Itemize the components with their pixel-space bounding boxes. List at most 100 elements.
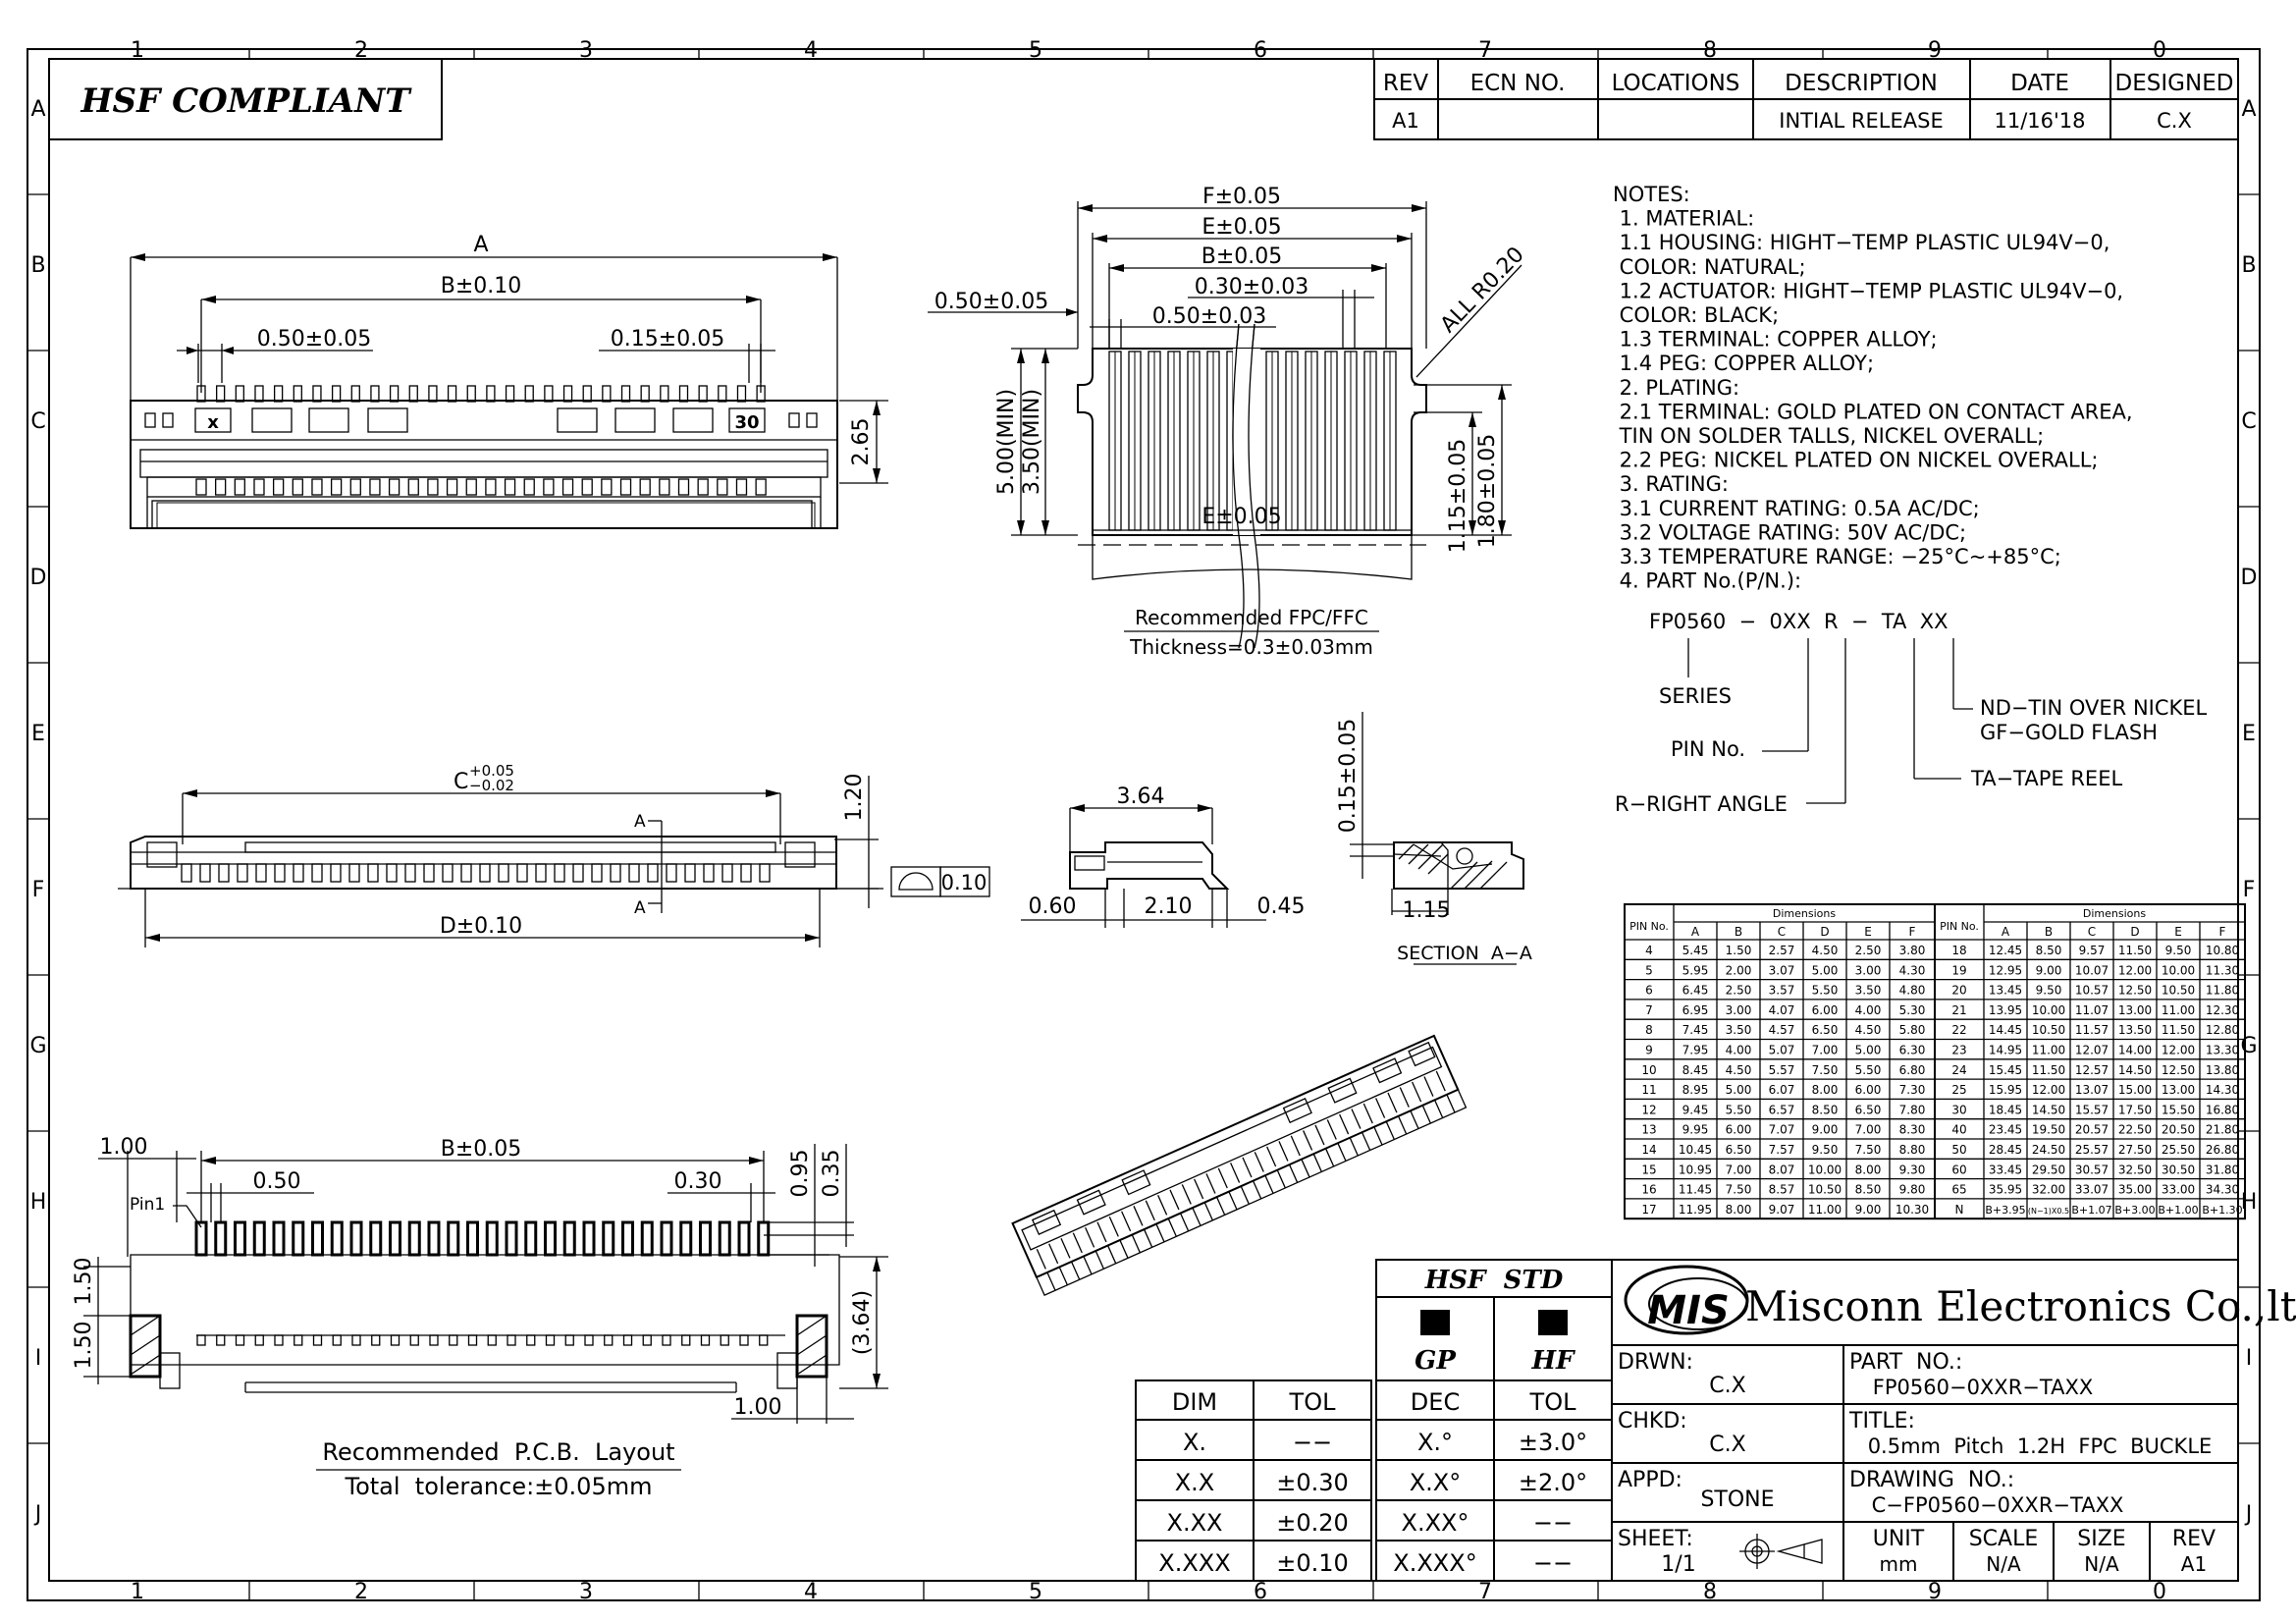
- hsf-std-table: HSF STD GP HF DEC TOL X.°±3.0°X.X°±2.0°X…: [1375, 1259, 1613, 1582]
- dim-table-cell: 3.00: [1855, 963, 1882, 977]
- note-line: TIN ON SOLDER TALLS, NICKEL OVERALL;: [1613, 424, 2044, 448]
- dim-table-cell: 4: [1645, 944, 1653, 957]
- sheet-value: 1/1: [1661, 1552, 1695, 1577]
- dim-table-cell: 35.95: [1989, 1183, 2022, 1197]
- dim-table-cell: 12.00: [2162, 1044, 2195, 1057]
- tol-dim-cell: X.X: [1175, 1469, 1215, 1496]
- dim-table-cell: 10: [1641, 1063, 1656, 1077]
- dim-table-cell: 4.30: [1899, 963, 1926, 977]
- pcb-150a-label: 1.50: [72, 1258, 96, 1306]
- dim-table-cell: 8.00: [1812, 1083, 1839, 1097]
- rev-header-rev: REV: [1383, 71, 1429, 96]
- dim-table-cell: 15.57: [2075, 1103, 2109, 1116]
- dim-table-cell: 8.57: [1769, 1183, 1795, 1197]
- dim-table-cell: 24: [1951, 1063, 1966, 1077]
- pcb-100b-label: 1.00: [734, 1395, 782, 1420]
- side-h120-label: 1.20: [842, 774, 867, 822]
- hsf-dec-cell: X.XXX°: [1393, 1549, 1476, 1577]
- dim-table-cell: 14.95: [1989, 1044, 2022, 1057]
- zone-col-bottom-8: 8: [1703, 1580, 1717, 1604]
- side-c-minus: −0.02: [469, 777, 514, 794]
- dim-table-cell: 29.50: [2032, 1163, 2065, 1176]
- dim-table-cell: 11.50: [2162, 1023, 2195, 1037]
- dim-table-cell: 10.30: [1896, 1203, 1929, 1217]
- zone-col-top-7: 7: [1478, 38, 1492, 63]
- zone-row-left-A: A: [30, 97, 45, 122]
- fpc-050b-label: 0.50±0.05: [934, 290, 1048, 314]
- dim-table-cell: 11.07: [2075, 1003, 2109, 1017]
- hsf-dec-cell: X.X°: [1410, 1469, 1462, 1496]
- hsf-dec-cell: X.XX°: [1402, 1509, 1469, 1537]
- pcb-364-label: (3.64): [850, 1290, 875, 1355]
- dim-table-cell: 32.00: [2032, 1183, 2065, 1197]
- zone-row-right-G: G: [2240, 1034, 2257, 1058]
- dim-table-cell: 11.45: [1679, 1183, 1712, 1197]
- rev-row-description: INTIAL RELEASE: [1779, 109, 1943, 133]
- dim-table-cell: 23: [1951, 1044, 1966, 1057]
- fpc-030-label: 0.30±0.03: [1195, 275, 1308, 299]
- dim-table-cell: 3.50: [1855, 984, 1882, 998]
- hsf-std-rows: X.°±3.0°X.X°±2.0°X.XX°−−X.XXX°−−: [1393, 1429, 1587, 1577]
- notes-text: NOTES: 1. MATERIAL: 1.1 HOUSING: HIGHT−T…: [1613, 183, 2133, 593]
- company-logo: MIS: [1624, 1265, 1749, 1335]
- dim-table-cell: 40: [1951, 1123, 1966, 1137]
- dim-table-cell: 9.50: [2036, 984, 2062, 998]
- dim-table-cell: 14.45: [1989, 1023, 2022, 1037]
- note-line: 1.2 ACTUATOR: HIGHT−TEMP PLASTIC UL94V−0…: [1613, 279, 2123, 302]
- dim-table-col-header: A: [2002, 925, 2010, 939]
- dim-table-cell: 3.00: [1726, 1003, 1752, 1017]
- dim-table-cell: 5.30: [1899, 1003, 1926, 1017]
- dim-table-cell: 6.80: [1899, 1063, 1926, 1077]
- dim-table-cell: 21: [1951, 1003, 1966, 1017]
- dwg-value: C−FP0560−0XXR−TAXX: [1872, 1493, 2124, 1517]
- scale-value: N/A: [1986, 1552, 2021, 1576]
- dim-table-cell: 10.07: [2075, 963, 2109, 977]
- note-line: 3.3 TEMPERATURE RANGE: −25°C~+85°C;: [1613, 545, 2061, 568]
- dim-table-cell: 7.95: [1682, 1044, 1709, 1057]
- pcb-030-label: 0.30: [674, 1169, 722, 1194]
- rev-row-date: 11/16'18: [1994, 109, 2085, 133]
- dim-table-cell: 12.50: [2162, 1063, 2195, 1077]
- zone-col-top-2: 2: [354, 38, 368, 63]
- section-h015-label: 0.15±0.05: [1336, 719, 1361, 833]
- pn-tape-reel: TA−TAPE REEL: [1970, 767, 2122, 790]
- hsf-dec-cell: X.°: [1417, 1429, 1453, 1456]
- dim-table-cell: 5.45: [1682, 944, 1709, 957]
- fpc-050a-label: 0.50±0.03: [1152, 304, 1266, 329]
- dim-table-cell: 25.57: [2075, 1143, 2109, 1157]
- side-c-label: C: [454, 770, 468, 794]
- dim-table-cell: 15.95: [1989, 1083, 2022, 1097]
- dim-table-cell: 2.00: [1726, 963, 1752, 977]
- dim-table-cell: B+3.95: [1985, 1204, 2025, 1217]
- dim-table-cell: 11: [1641, 1083, 1656, 1097]
- zone-col-bottom-5: 5: [1029, 1580, 1042, 1604]
- dim-table-cell: 50: [1951, 1143, 1966, 1157]
- dim-table-cell: 17: [1641, 1203, 1656, 1217]
- size-value: N/A: [2084, 1552, 2119, 1576]
- rev-header-date: DATE: [2010, 71, 2069, 96]
- dim-table-cell: 13: [1641, 1123, 1656, 1137]
- section-view-drawing: 0.15±0.05 1.15 SECTION A−A: [1336, 712, 1532, 965]
- dim-table-cell: 30.50: [2162, 1163, 2195, 1176]
- dim-table-cell: 11.50: [2118, 944, 2152, 957]
- tol-value-cell: ±0.20: [1276, 1509, 1349, 1537]
- rev-row-rev: A1: [1392, 109, 1419, 133]
- dim-table-cell: 13.80: [2206, 1063, 2239, 1077]
- tol-value-cell: −−: [1293, 1429, 1332, 1456]
- zone-row-left-D: D: [30, 566, 47, 590]
- drwn-label: DRWN:: [1618, 1350, 1693, 1375]
- dim-table-cell: 33.45: [1989, 1163, 2022, 1176]
- dim-table-cell: 15.45: [1989, 1063, 2022, 1077]
- fpc-caption-2: Thickness=0.3±0.03mm: [1129, 635, 1373, 659]
- title-value: 0.5mm Pitch 1.2H FPC BUCKLE: [1868, 1434, 2213, 1458]
- hsf-std-title: HSF STD: [1424, 1266, 1564, 1295]
- pitch-label: 0.50±0.05: [257, 327, 371, 352]
- dim-table-cell: 5.50: [1855, 1063, 1882, 1077]
- note-line: 3. RATING:: [1613, 472, 1729, 496]
- dim-table-col-header: C: [1778, 925, 1786, 939]
- dim-table-cell: 14.50: [2118, 1063, 2152, 1077]
- dim-table-cell: 13.00: [2162, 1083, 2195, 1097]
- dim-table-cell: 2.57: [1769, 944, 1795, 957]
- zone-col-bottom-2: 2: [354, 1580, 368, 1604]
- zone-row-right-C: C: [2241, 409, 2256, 434]
